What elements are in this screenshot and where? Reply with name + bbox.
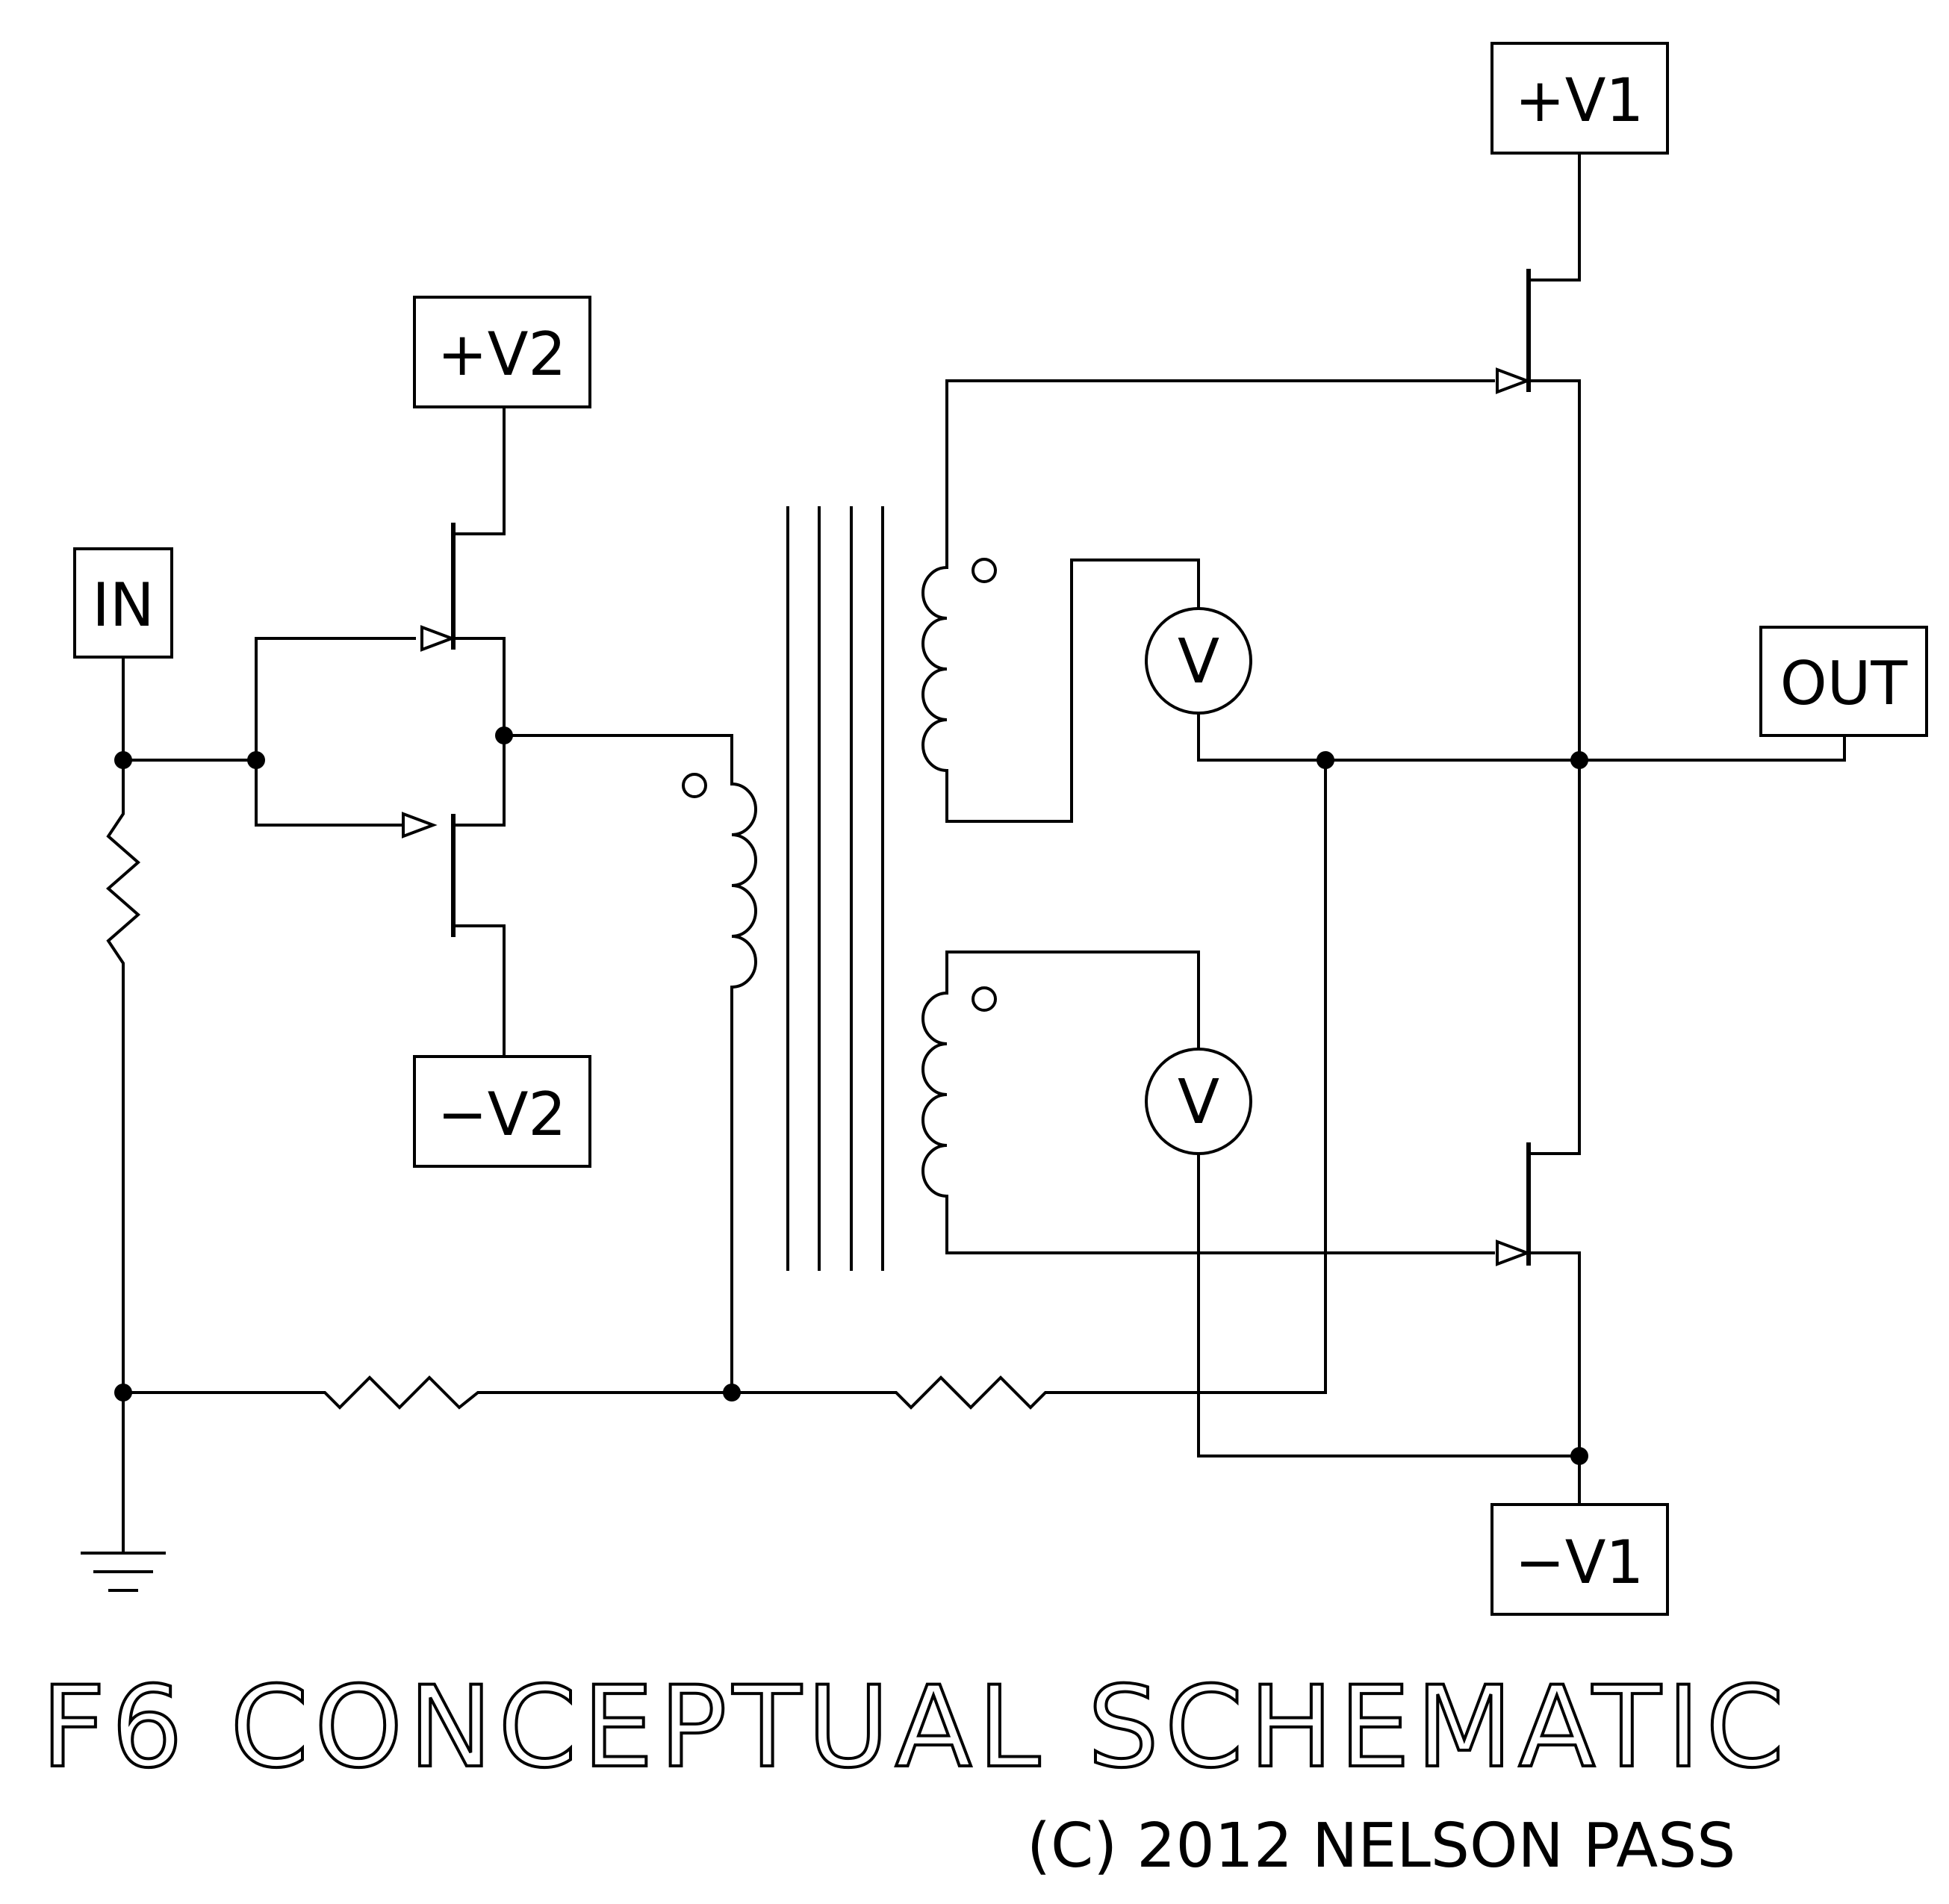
neg-v2-label: −V2 [438,1080,567,1149]
upper-output-transistor-wire [1529,152,1581,762]
output-terminal: OUT [1759,626,1928,737]
lower-driver-arrow [402,812,438,839]
pos-v1-label: +V1 [1515,66,1644,135]
upper-bias-voltage-source [1145,607,1252,715]
lower-secondary-gate-wire [945,1195,1495,1254]
lower-secondary-coil [921,986,997,1198]
primary-phase-dot [682,773,707,798]
copyright-notice: (C) 2012 NELSON PASS [1027,1811,1735,1882]
pos-v2-label: +V2 [438,320,567,389]
lower-bias-loop [945,951,1581,1457]
pos-v1-terminal: +V1 [1490,42,1669,155]
lower-meter-label: V [1178,1067,1219,1138]
upper-bias-loop [945,559,1581,823]
feedback-resistor-2 [730,759,1327,1410]
lower-output-transistor-wire [1529,759,1581,1506]
upper-secondary-coil [921,558,997,773]
lower-bias-voltage-source [1145,1048,1252,1155]
input-wire [122,637,416,827]
upper-output-arrow [1496,367,1532,394]
input-label: IN [92,570,154,640]
transformer-core [786,506,884,1271]
neg-v1-terminal: −V1 [1490,1503,1669,1616]
upper-driver-arrow [420,625,456,652]
pos-v2-wire [454,405,506,827]
feedback-resistor-1 [122,1375,733,1410]
input-terminal: IN [73,547,173,659]
diagram-title: F6 CONCEPTUAL SCHEMATIC [41,1663,1790,1793]
junction-dots [114,727,1588,1465]
pos-v2-terminal: +V2 [413,296,591,408]
upper-phase-dot [972,558,997,583]
driver-output-wire [503,734,733,1394]
ground-icon [81,1552,166,1592]
output-wire [1578,734,1846,762]
neg-v2-terminal: −V2 [413,1055,591,1168]
upper-secondary-gate-wire [945,379,1495,569]
neg-v2-wire [454,924,506,1058]
lower-phase-dot [972,986,997,1012]
upper-meter-label: V [1178,626,1219,697]
input-resistor [105,759,141,1555]
primary-coil [682,773,757,989]
neg-v1-label: −V1 [1515,1528,1644,1597]
lower-output-arrow [1496,1239,1532,1266]
output-label: OUT [1780,649,1909,718]
